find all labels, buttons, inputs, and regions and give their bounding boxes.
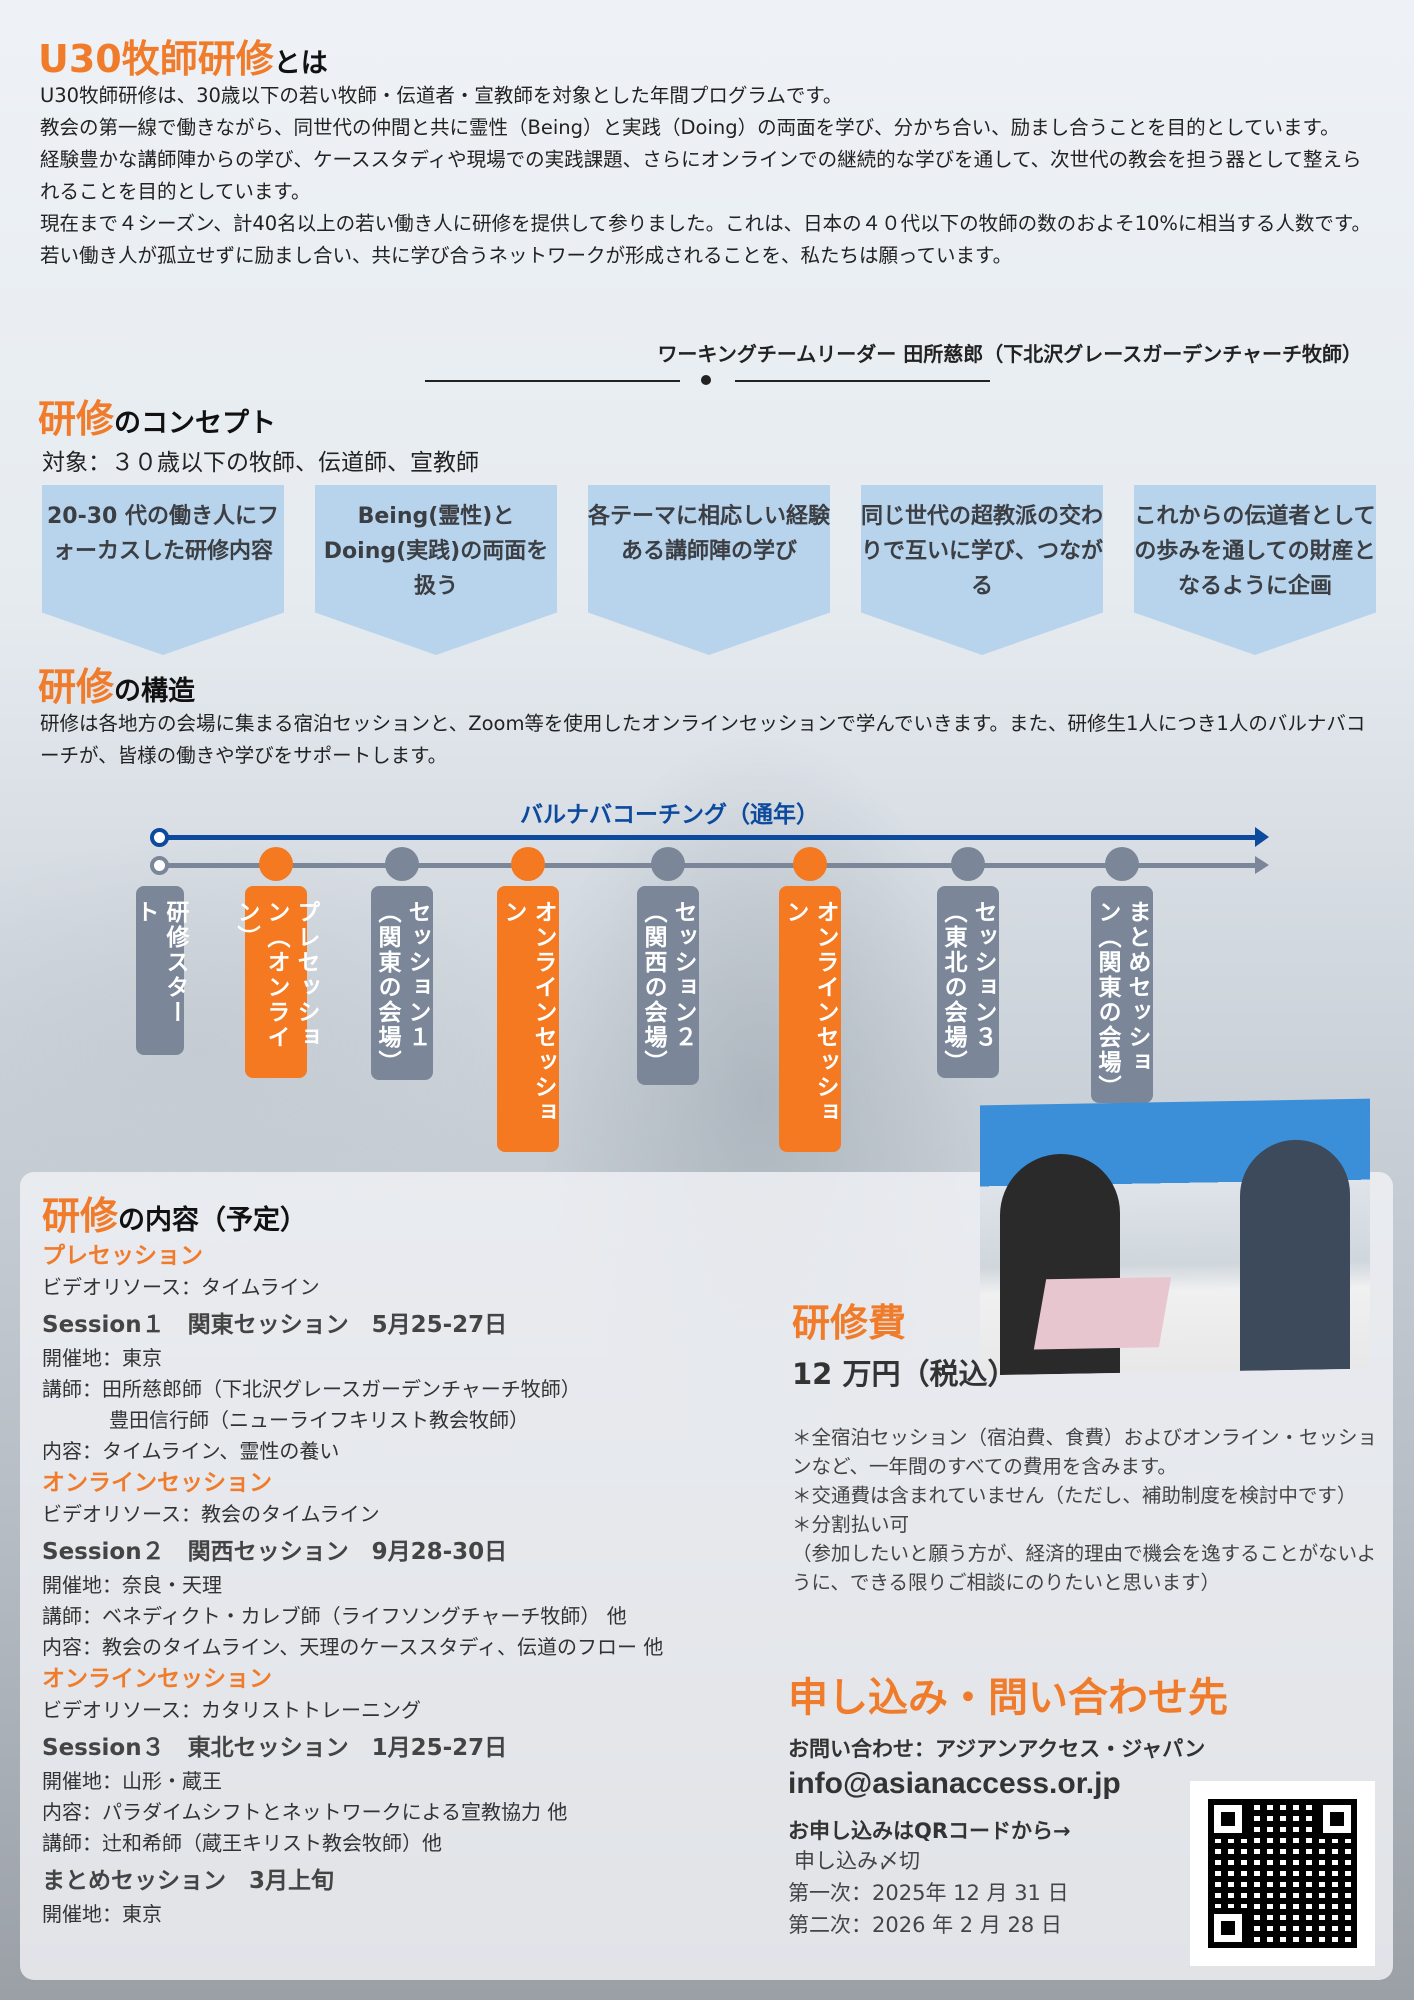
coaching-start-node: [150, 828, 169, 847]
session1-content: 内容：タイムライン、霊性の養い: [42, 1439, 340, 1463]
concept-card: Being(霊性)とDoing(実践)の両面を扱う: [315, 485, 557, 655]
about-paragraph: U30牧師研修は、30歳以下の若い牧師・伝道者・宣教師を対象とした年間プログラム…: [40, 84, 843, 107]
title-rest: の内容（予定）: [118, 1205, 308, 1236]
divider: [425, 380, 680, 382]
session1-lecturer: 豊田信行師（ニューライフキリスト教会牧師）: [109, 1408, 529, 1432]
fee-title: 研修費: [792, 1301, 907, 1345]
timeline-line: [160, 863, 1258, 868]
content-title: 研修の内容（予定）: [42, 1185, 762, 1240]
about-text: U30牧師研修は、30歳以下の若い牧師・伝道者・宣教師を対象とした年間プログラム…: [40, 80, 1380, 272]
qr-code[interactable]: [1190, 1781, 1375, 1966]
coaching-line: [160, 835, 1258, 840]
session2-content: 内容：教会のタイムライン、天理のケーススタディ、伝道のフロー 他: [42, 1635, 664, 1659]
final-session-title: まとめセッション 3月上旬: [42, 1868, 335, 1894]
contact-title: 申し込み・問い合わせ先: [788, 1675, 1228, 1721]
concept-cards: 20-30 代の働き人にフォーカスした研修内容 Being(霊性)とDoing(…: [42, 485, 1376, 655]
arrow-icon: [1255, 856, 1269, 874]
divider-dot: [701, 375, 711, 385]
session1-lecturer: 講師：田所慈郎師（下北沢グレースガーデンチャーチ牧師）: [42, 1377, 581, 1401]
timeline-step-label: セッション３（東北の会場）: [937, 886, 999, 1078]
about-paragraph: 現在まで４シーズン、計40名以上の若い働き人に研修を提供して参りました。これは、…: [40, 212, 1371, 267]
fee-amount: 12 万円（税込）: [792, 1357, 1017, 1391]
timeline-step-label: オンラインセッション: [497, 886, 559, 1152]
contact-email[interactable]: info@asianaccess.or.jp: [788, 1767, 1121, 1800]
timeline-node: [385, 847, 419, 881]
concept-card: 各テーマに相応しい経験ある講師陣の学び: [588, 485, 830, 655]
deadline-label: 申し込み〆切: [794, 1849, 920, 1873]
session3-lecturer: 講師：辻和希師（蔵王キリスト教会牧師）他: [42, 1831, 442, 1855]
title-accent: 研修: [38, 397, 115, 441]
about-title: U30牧師研修とは: [38, 28, 328, 83]
timeline-step-label: セッション２（関西の会場）: [637, 886, 699, 1085]
concept-card: 同じ世代の超教派の交わりで互いに学び、つながる: [861, 485, 1103, 655]
start-node: [150, 856, 169, 875]
session3-venue: 開催地：山形・蔵王: [42, 1769, 222, 1793]
session3-title: Session３ 東北セッション 1月25-27日: [42, 1735, 508, 1761]
timeline-node: [651, 847, 685, 881]
timeline-step-label: プレセッション（オンライン）: [233, 886, 319, 1078]
signature: ワーキングチームリーダー 田所慈郎（下北沢グレースガーデンチャーチ牧師）: [657, 342, 1362, 366]
timeline-node: [259, 847, 293, 881]
timeline-step-label: 研修スタート: [132, 886, 188, 1055]
session1-title: Session１ 関東セッション 5月25-27日: [42, 1312, 508, 1338]
timeline-step-label: まとめセッション（関東の会場）: [1091, 886, 1153, 1103]
about-paragraph: 教会の第一線で働きながら、同世代の仲間と共に霊性（Being）と実践（Doing…: [40, 116, 1340, 139]
target-audience: 対象：３０歳以下の牧師、伝道師、宣教師: [42, 450, 479, 476]
title-accent: U30牧師研修: [38, 37, 274, 81]
timeline-step-label: セッション１（関東の会場）: [371, 886, 433, 1080]
contact-org: お問い合わせ：アジアンアクセス・ジャパン: [788, 1737, 1206, 1761]
concept-card: 20-30 代の働き人にフォーカスした研修内容: [42, 485, 284, 655]
timeline-node: [951, 847, 985, 881]
session1-venue: 開催地：東京: [42, 1346, 162, 1370]
online1-title: オンラインセッション: [42, 1470, 272, 1496]
session2-lecturer: 講師：ベネディクト・カレブ師（ライフソングチャーチ牧師） 他: [42, 1604, 627, 1628]
session2-venue: 開催地：奈良・天理: [42, 1573, 222, 1597]
concept-card: これからの伝道者としての歩みを通しての財産となるように企画: [1134, 485, 1376, 655]
structure-text: 研修は各地方の会場に集まる宿泊セッションと、Zoom等を使用したオンラインセッシ…: [40, 712, 1366, 767]
deadline-second: 第二次：2026 年 2 月 28 日: [788, 1913, 1062, 1937]
online1-video: ビデオリソース：教会のタイムライン: [42, 1502, 380, 1526]
divider: [735, 380, 990, 382]
arrow-icon: [1255, 827, 1269, 847]
title-rest: のコンセプト: [114, 408, 277, 439]
timeline-node: [793, 847, 827, 881]
pre-session-title: プレセッション: [42, 1243, 203, 1269]
fee-note: ＊分割払い可: [792, 1513, 910, 1536]
online2-title: オンラインセッション: [42, 1666, 272, 1692]
online2-video: ビデオリソース：カタリストトレーニング: [42, 1698, 421, 1722]
session2-title: Session２ 関西セッション 9月28-30日: [42, 1539, 508, 1565]
contact-section: 申し込み・問い合わせ先 お問い合わせ：アジアンアクセス・ジャパン info@as…: [788, 1665, 1388, 1941]
title-rest: の構造: [114, 676, 196, 707]
timeline-node: [1105, 847, 1139, 881]
timeline-node: [511, 847, 545, 881]
concept-title: 研修のコンセプト: [38, 388, 276, 443]
final-session-venue: 開催地：東京: [42, 1902, 162, 1926]
about-paragraph: 経験豊かな講師陣からの学び、ケーススタディや現場での実践課題、さらにオンラインで…: [40, 148, 1362, 203]
fee-note: ＊全宿泊セッション（宿泊費、食費）およびオンライン・セッションなど、一年間のすべ…: [792, 1426, 1378, 1478]
title-accent: 研修: [38, 665, 115, 709]
deadline-first: 第一次：2025年 12 月 31 日: [788, 1881, 1069, 1905]
fee-section: 研修費 12 万円（税込） ＊全宿泊セッション（宿泊費、食費）およびオンライン・…: [792, 1292, 1382, 1597]
content-section: 研修の内容（予定） プレセッション ビデオリソース：タイムライン Session…: [42, 1185, 762, 1930]
coaching-label: バルナバコーチング（通年）: [520, 802, 819, 828]
fee-note: ＊交通費は含まれていません（ただし、補助制度を検討中です）: [792, 1484, 1357, 1507]
pre-session-video: ビデオリソース：タイムライン: [42, 1275, 320, 1299]
session3-content: 内容：パラダイムシフトとネットワークによる宣教協力 他: [42, 1800, 568, 1824]
title-accent: 研修: [42, 1194, 119, 1238]
qr-label: お申し込みはQRコードから→: [788, 1819, 1071, 1843]
title-rest: とは: [273, 48, 328, 79]
structure-title: 研修の構造: [38, 656, 195, 711]
timeline-step-label: オンラインセッション: [779, 886, 841, 1152]
fee-note: （参加したいと願う方が、経済的理由で機会を逸することがないように、できる限りご相…: [792, 1542, 1377, 1594]
